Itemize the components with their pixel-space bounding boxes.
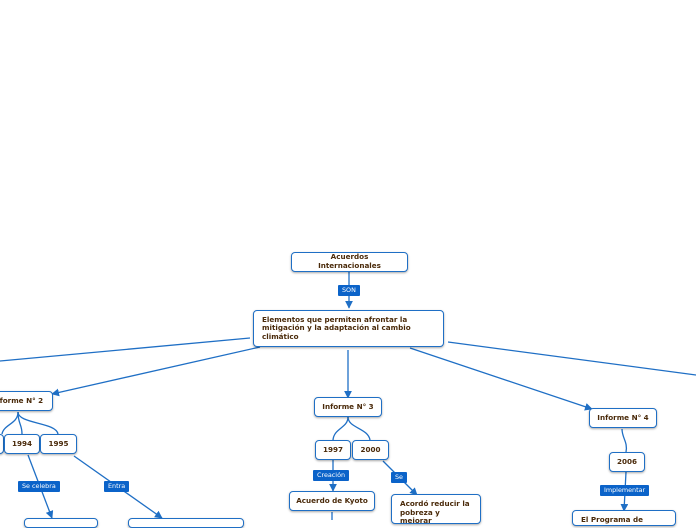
node-year-2006[interactable]: 2006	[609, 452, 645, 472]
edge-informe3-2000	[347, 416, 371, 441]
node-el-programa[interactable]: El Programa de	[572, 510, 676, 526]
label-creacion[interactable]: Creación	[313, 470, 350, 481]
edge-informe3-1997	[332, 416, 349, 441]
edge-main-informe2	[51, 346, 261, 397]
node-informe-3[interactable]: Informe N° 3	[314, 397, 382, 417]
node-year-1995[interactable]: 1995	[40, 434, 77, 454]
edge-informe4-2006	[621, 428, 628, 453]
label-se-celebra[interactable]: Se celebra	[18, 481, 60, 492]
edge-main-informe4	[409, 347, 593, 411]
label-se[interactable]: Se	[391, 472, 407, 483]
node-elementos-mitigacion[interactable]: Elementos que permiten afrontar la mitig…	[253, 310, 444, 347]
edge-main-left-offscreen	[0, 337, 251, 362]
node-informe-2[interactable]: Informe N° 2	[0, 391, 53, 411]
node-year-1994[interactable]: 1994	[4, 434, 40, 454]
label-implementar[interactable]: Implementar	[600, 485, 650, 496]
node-year-2000[interactable]: 2000	[352, 440, 389, 460]
label-son[interactable]: SON	[338, 285, 360, 296]
edge-informe2-branch-left	[1, 411, 19, 435]
label-entra[interactable]: Entra	[104, 481, 130, 492]
edge-main-right-offscreen	[447, 341, 696, 376]
edge-informe2-1995	[17, 411, 59, 435]
node-year-1997[interactable]: 1997	[315, 440, 351, 460]
node-informe-4[interactable]: Informe N° 4	[589, 408, 657, 428]
node-acuerdos-internacionales[interactable]: Acuerdos Internacionales	[291, 252, 408, 272]
node-acuerdo-kyoto[interactable]: Acuerdo de Kyoto	[289, 491, 375, 511]
